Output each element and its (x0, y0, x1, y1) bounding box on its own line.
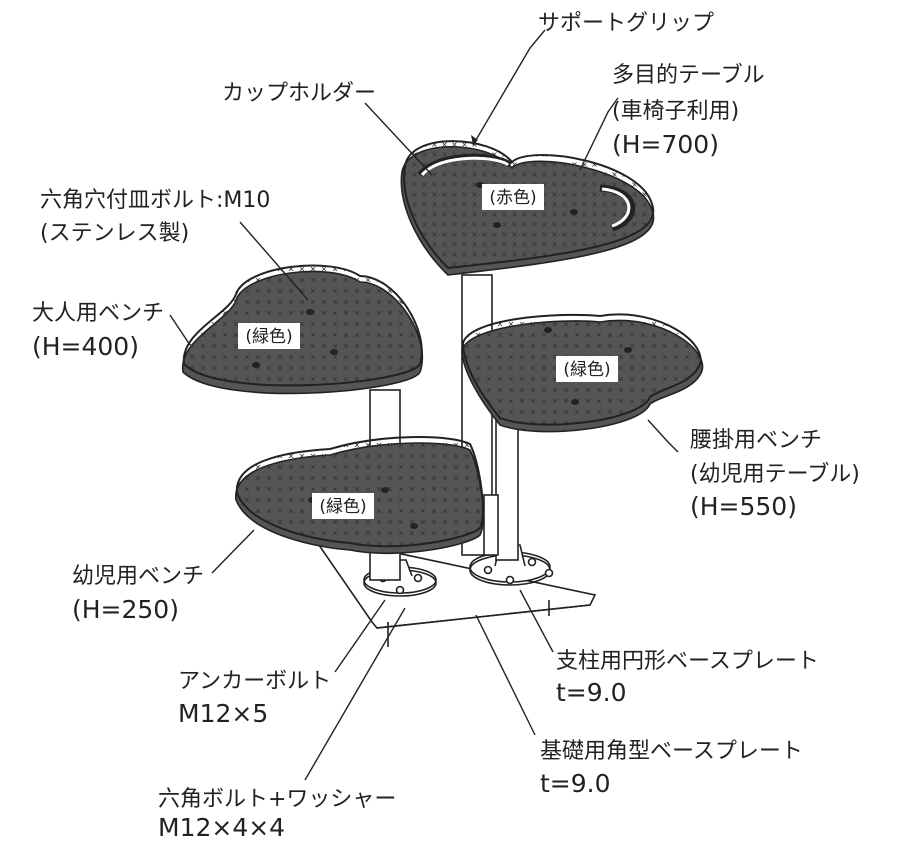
label-anchor-bolt-line1: アンカーボルト (178, 669, 331, 694)
adult-bench: (緑色) (182, 264, 423, 395)
label-base-plate-line1: 基礎用角型ベースプレート (540, 739, 803, 764)
label-seat-bench-line1: 腰掛用ベンチ (690, 428, 822, 453)
leader-lines (169, 29, 679, 781)
label-hex-bolt-washer-line2: M12×4×4 (158, 813, 285, 841)
color-tag-red: (赤色) (489, 188, 536, 208)
label-hex-bolt-line1: 六角穴付皿ボルト:M10 (40, 188, 270, 213)
leader-hex-bolt (239, 221, 309, 301)
label-infant-bench-line1: 幼児用ベンチ (72, 564, 204, 589)
label-base-plate-line2: t=9.0 (540, 769, 611, 798)
label-support-grip: サポートグリップ (538, 11, 714, 36)
leader-post-plate (519, 589, 554, 653)
color-tag-green-seat: (緑色) (563, 360, 610, 380)
multipurpose-table: (赤色) (400, 140, 655, 276)
label-hex-bolt-washer-line1: 六角ボルト+ワッシャー (158, 787, 396, 812)
label-cup-holder: カップホルダー (222, 81, 376, 106)
labels: サポートグリップ カップホルダー 多目的テーブル (車椅子利用) (H=700)… (32, 11, 860, 841)
leader-cup-holder (364, 102, 433, 176)
leader-base-plate (475, 614, 536, 736)
label-adult-bench-line2: (H=400) (32, 332, 139, 361)
label-multi-table-line1: 多目的テーブル (612, 63, 765, 88)
label-infant-bench-line2: (H=250) (72, 595, 179, 624)
infant-bench: (緑色) (235, 436, 485, 555)
label-multi-table-line3: (H=700) (612, 130, 719, 159)
label-adult-bench-line1: 大人用ベンチ (32, 301, 164, 326)
label-seat-bench-line3: (H=550) (690, 492, 797, 521)
label-multi-table-line2: (車椅子利用) (612, 99, 739, 124)
square-base-plate (310, 533, 597, 647)
label-anchor-bolt-line2: M12×5 (178, 699, 268, 728)
leader-support-grip (472, 29, 546, 146)
seat-bench: (緑色) (461, 313, 704, 433)
leader-hex-bolt-washer (304, 607, 406, 781)
leader-multi-table (579, 97, 619, 171)
label-hex-bolt-line2: (ステンレス製) (40, 221, 189, 246)
leader-support-grip-arrow (471, 135, 478, 145)
color-tag-green-infant: (緑色) (319, 497, 366, 517)
label-post-plate-line1: 支柱用円形ベースプレート (556, 649, 819, 674)
label-post-plate-line2: t=9.0 (556, 678, 627, 707)
leader-seat-bench (647, 419, 679, 453)
leader-adult-bench (169, 314, 191, 346)
leader-anchor-bolt (334, 599, 386, 673)
leader-infant-bench (211, 529, 255, 574)
color-tag-green-adult: (緑色) (245, 327, 292, 347)
label-seat-bench-line2: (幼児用テーブル) (690, 462, 860, 487)
